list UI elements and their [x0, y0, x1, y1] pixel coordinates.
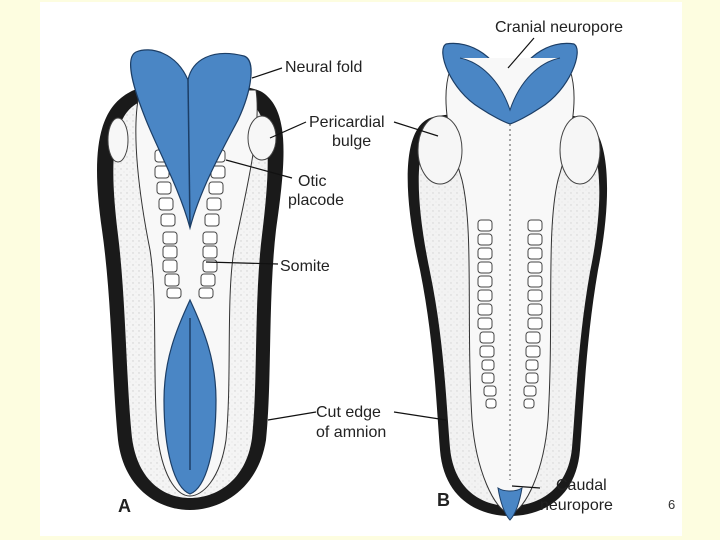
- embryo-a-somites: [154, 149, 226, 299]
- page-number: 6: [668, 497, 676, 512]
- label-cranial-neuropore: Cranial neuropore: [495, 19, 624, 36]
- embryo-a-neural-fold-cranial: [129, 49, 252, 231]
- panel-label-b: B: [437, 490, 450, 510]
- label-cut-edge-1: Cut edge: [316, 404, 381, 421]
- panel-label-a: A: [118, 496, 131, 516]
- label-cut-edge-2: of amnion: [316, 424, 387, 441]
- leader-lines: [205, 37, 541, 489]
- label-otic-placode-2: placode: [288, 192, 345, 209]
- label-caudal-neuropore-2: neuropore: [540, 497, 613, 514]
- embryo-b-caudal-neuropore: [497, 486, 523, 521]
- label-neural-fold: Neural fold: [285, 59, 363, 76]
- embryo-b: [407, 42, 608, 521]
- embryo-b-somites: [477, 219, 543, 409]
- embryo-a-pericardial-bulge: [247, 115, 277, 161]
- label-pericardial-bulge-1: Pericardial: [309, 114, 385, 131]
- label-pericardial-bulge-2: bulge: [332, 133, 372, 150]
- label-somite: Somite: [280, 258, 330, 275]
- label-otic-placode-1: Otic: [298, 173, 327, 190]
- label-caudal-neuropore-1: Caudal: [556, 477, 607, 494]
- embryo-a: [97, 49, 284, 510]
